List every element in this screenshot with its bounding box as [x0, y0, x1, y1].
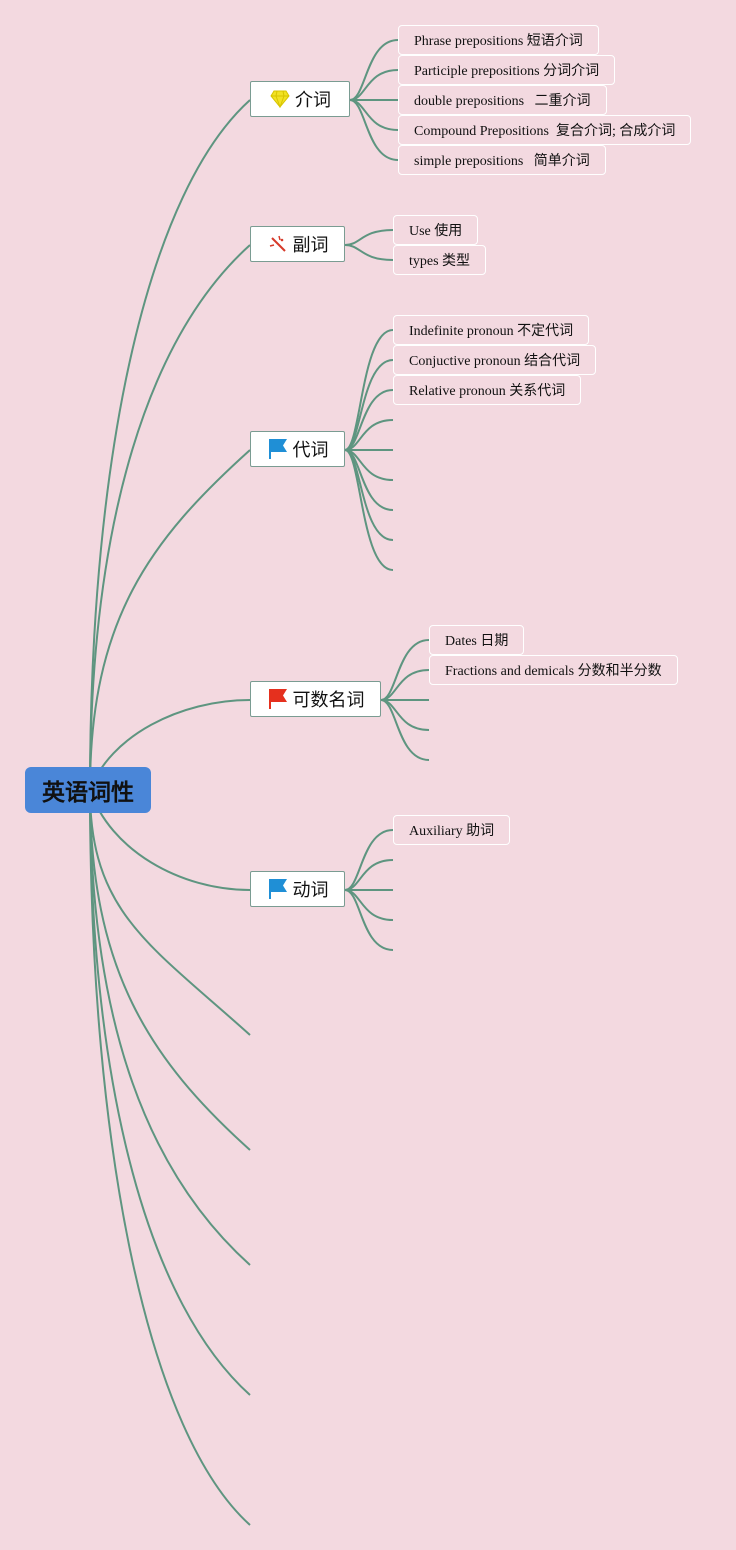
connector-line — [89, 244, 251, 791]
leaf-node[interactable]: Relative pronoun 关系代词 — [393, 375, 582, 405]
red-flag-icon — [267, 688, 289, 710]
leaf-node[interactable]: Use 使用 — [393, 215, 479, 245]
branch-label: 可数名词 — [292, 690, 365, 711]
connector-line — [89, 99, 251, 791]
leaf-node[interactable]: Auxiliary 助词 — [393, 815, 511, 845]
branch-pronouns[interactable]: 代词 — [250, 431, 345, 467]
magic-wand-icon — [267, 233, 289, 255]
branch-prepositions[interactable]: 介词 — [250, 81, 350, 117]
connector-line — [344, 359, 394, 451]
connector-line — [89, 789, 251, 1526]
branch-label: 代词 — [292, 440, 329, 461]
leaf-node[interactable]: Phrase prepositions 短语介词 — [398, 25, 599, 55]
connector-line — [89, 789, 251, 1151]
branch-label: 副词 — [292, 235, 329, 256]
connector-line — [89, 449, 251, 791]
connector-line — [344, 449, 394, 571]
connector-line — [344, 329, 394, 451]
connector-line — [89, 789, 251, 1036]
connector-line — [89, 789, 251, 1396]
leaf-node[interactable]: Dates 日期 — [429, 625, 525, 655]
leaf-node[interactable]: Indefinite pronoun 不定代词 — [393, 315, 590, 345]
connector-line — [344, 229, 394, 246]
leaf-node[interactable]: Conjuctive pronoun 结合代词 — [393, 345, 597, 375]
connector-line — [344, 889, 394, 951]
leaf-node[interactable]: Fractions and demicals 分数和半分数 — [429, 655, 678, 685]
gem-icon — [269, 88, 291, 110]
connector-line — [380, 699, 430, 761]
connector-line — [349, 99, 399, 161]
leaf-node[interactable]: double prepositions 二重介词 — [398, 85, 607, 115]
connector-line — [344, 244, 394, 261]
leaf-node[interactable]: Participle prepositions 分词介词 — [398, 55, 616, 85]
blue-flag-icon — [267, 438, 289, 460]
connector-line — [89, 789, 251, 1266]
branch-countable-nouns[interactable]: 可数名词 — [250, 681, 381, 717]
branch-adverbs[interactable]: 副词 — [250, 226, 345, 262]
leaf-node[interactable]: types 类型 — [393, 245, 487, 275]
leaf-node[interactable]: simple prepositions 简单介词 — [398, 145, 606, 175]
connector-line — [344, 449, 394, 541]
leaf-node[interactable]: Compound Prepositions 复合介词; 合成介词 — [398, 115, 692, 145]
branch-label: 介词 — [295, 90, 331, 111]
root-topic[interactable]: 英语词性 — [25, 767, 151, 813]
branch-verbs[interactable]: 动词 — [250, 871, 345, 907]
branch-label: 动词 — [292, 880, 329, 901]
blue-flag-icon — [267, 878, 289, 900]
